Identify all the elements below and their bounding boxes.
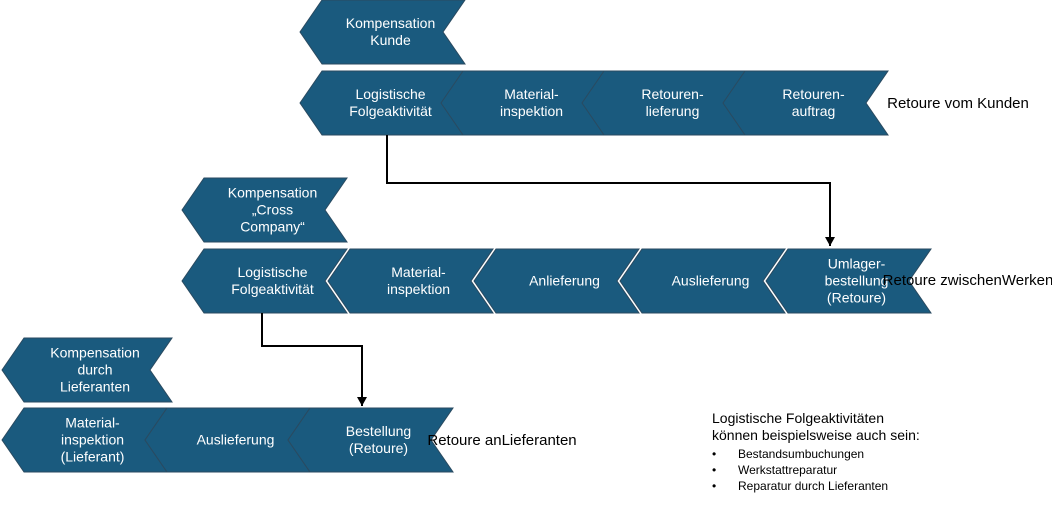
process-chevron-label-line: Logistische bbox=[355, 86, 426, 102]
process-chevron-label-line: (Lieferant) bbox=[60, 448, 125, 465]
compensation-label-line: Kompensation bbox=[345, 15, 436, 31]
compensation-label-line: durch bbox=[77, 361, 113, 378]
row-side-label: Retoure anLieferanten bbox=[427, 431, 576, 451]
process-chevron bbox=[765, 248, 932, 314]
row-side-label-line: Retoure zwischen bbox=[882, 272, 1002, 289]
process-chevron-label-line: Auslieferung bbox=[671, 272, 750, 289]
note-title-line-2: können beispielsweise auch sein: bbox=[712, 427, 920, 443]
note-title-line-1: Logistische Folgeaktivitäten bbox=[712, 410, 884, 426]
process-chevron-label-line: inspektion bbox=[60, 431, 125, 448]
process-chevron-label: Anlieferung bbox=[529, 273, 600, 290]
process-chevron-label: Retouren-lieferung bbox=[641, 86, 703, 120]
compensation-label-line: Company“ bbox=[240, 218, 305, 235]
row-side-label-line: Lieferanten bbox=[501, 432, 577, 449]
compensation-label-line: Kunde bbox=[370, 32, 411, 48]
process-chevron-label-line: Retouren- bbox=[782, 86, 845, 102]
note-list: Bestandsumbuchungen Werkstattreparatur R… bbox=[712, 446, 920, 494]
row-side-label-line: Werken bbox=[1001, 272, 1052, 289]
process-chevron-label: Retouren-auftrag bbox=[782, 86, 844, 120]
note-item: Werkstattreparatur bbox=[712, 462, 920, 478]
process-chevron-label-line: Retouren- bbox=[641, 86, 704, 102]
process-chevron bbox=[722, 70, 889, 136]
note-box: Logistische Folgeaktivitäten können beis… bbox=[712, 410, 920, 494]
compensation-chevron bbox=[299, 0, 466, 65]
process-chevron-label-line: Anlieferung bbox=[529, 272, 600, 289]
compensation-chevron bbox=[1, 337, 173, 403]
process-chevron-label-line: Material- bbox=[391, 264, 446, 280]
process-chevron-label: Auslieferung bbox=[672, 273, 750, 290]
process-chevron-label: Material-inspektion bbox=[387, 264, 450, 298]
connector-arrow-arrowhead bbox=[825, 237, 835, 246]
compensation-chevron bbox=[181, 177, 348, 243]
note-item: Reparatur durch Lieferanten bbox=[712, 478, 920, 494]
process-chevron-label-line: auftrag bbox=[791, 103, 836, 119]
process-chevron-label-line: Material- bbox=[504, 86, 559, 102]
process-chevron-label-line: (Retoure) bbox=[348, 440, 409, 456]
process-chevron bbox=[619, 248, 786, 314]
compensation-label-line: „Cross bbox=[251, 201, 294, 218]
note-item: Bestandsumbuchungen bbox=[712, 446, 920, 462]
process-chevron-label: Bestellung(Retoure) bbox=[346, 423, 411, 457]
process-chevron-label-line: Folgeaktivität bbox=[231, 281, 314, 297]
row-side-label: Retoure vom Kunden bbox=[887, 94, 1029, 114]
process-chevron bbox=[181, 248, 348, 314]
connector-arrow-arrowhead bbox=[357, 397, 367, 406]
compensation-label-line: Kompensation bbox=[227, 184, 318, 201]
process-chevron-label-line: inspektion bbox=[386, 281, 451, 297]
process-chevron-label-line: inspektion bbox=[499, 103, 564, 119]
process-chevron-label-line: Logistische bbox=[237, 264, 308, 280]
row-side-label-line: Retoure an bbox=[427, 432, 502, 449]
process-chevron bbox=[287, 407, 454, 473]
process-chevron-label-line: Auslieferung bbox=[196, 431, 275, 448]
process-chevron-label: Auslieferung bbox=[197, 432, 275, 449]
process-chevron-label-line: Folgeaktivität bbox=[349, 103, 432, 119]
compensation-label-line: Kompensation bbox=[50, 344, 140, 361]
process-chevron-label: Umlager-bestellung(Retoure) bbox=[825, 256, 889, 307]
connector-arrow bbox=[261, 313, 363, 406]
row-side-label: Retoure zwischenWerken bbox=[883, 271, 1052, 291]
process-chevron-label-line: (Retoure) bbox=[826, 289, 887, 306]
process-chevron-label: Material-inspektion bbox=[500, 86, 563, 120]
process-chevron-label-line: Umlager- bbox=[827, 255, 886, 272]
process-chevron-label-line: Material- bbox=[65, 414, 120, 431]
connector-arrow bbox=[386, 135, 831, 246]
process-chevron-label-line: bestellung bbox=[824, 272, 889, 289]
process-chevron bbox=[473, 248, 640, 314]
process-chevron-label-line: Bestellung bbox=[345, 423, 412, 439]
process-chevron-label-line: lieferung bbox=[645, 103, 700, 119]
process-chevron-label: Material-inspektion(Lieferant) bbox=[61, 415, 125, 466]
row-side-label-line: Retoure vom Kunden bbox=[887, 95, 1029, 112]
process-chevron bbox=[327, 248, 494, 314]
compensation-label-line: Lieferanten bbox=[59, 378, 131, 395]
